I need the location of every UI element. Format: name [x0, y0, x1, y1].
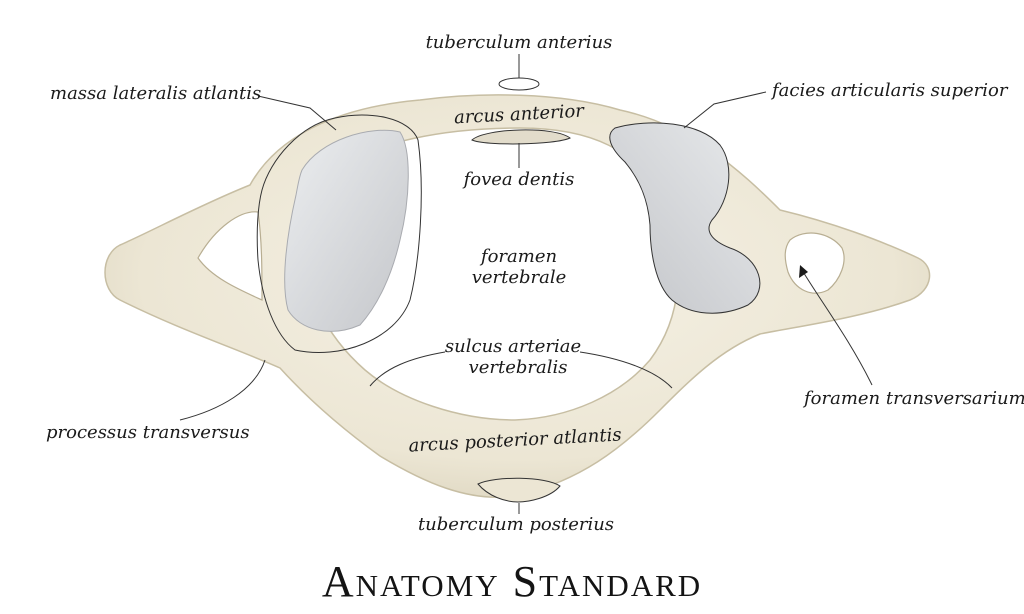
label-foramen-vertebrale-line1: foramen: [479, 246, 557, 267]
arrow-head-icon: [799, 265, 808, 278]
label-foramen-vertebrale-line2: vertebrale: [472, 267, 567, 288]
fovea-dentis-shape: [471, 129, 571, 145]
right-transverse-foramen: [784, 232, 845, 294]
label-sulcus-line2: vertebralis: [469, 357, 568, 378]
label-facies-articularis: facies articularis superior: [770, 80, 1009, 101]
label-sulcus-line1: sulcus arteriae: [445, 336, 581, 357]
label-tuberculum-posterius: tuberculum posterius: [418, 514, 614, 535]
leader-processus-transversus: [179, 359, 266, 421]
tuberculum-posterius-shape: [477, 477, 561, 503]
tuberculum-anterius-shape: [498, 77, 540, 91]
left-articular-facet: [284, 129, 409, 332]
leader-massa-lateralis: [257, 95, 337, 131]
label-massa-lateralis: massa lateralis atlantis: [50, 83, 261, 104]
leader-foramen-transversarium: [801, 269, 873, 386]
left-lateral-mass-outline: [256, 114, 422, 354]
leader-sulcus-left: [369, 351, 446, 387]
brand-wordmark: Anatomy Standard: [321, 557, 703, 606]
right-articular-facet: [609, 122, 761, 314]
label-foramen-transversarium: foramen transversarium: [802, 388, 1024, 409]
label-fovea-dentis: fovea dentis: [462, 169, 575, 190]
leader-facies-articularis: [683, 91, 767, 129]
label-tuberculum-anterius: tuberculum anterius: [426, 32, 613, 53]
left-transverse-foramen: [197, 211, 263, 301]
leader-sulcus-right: [579, 351, 673, 389]
label-processus-transversus: processus transversus: [46, 422, 250, 443]
